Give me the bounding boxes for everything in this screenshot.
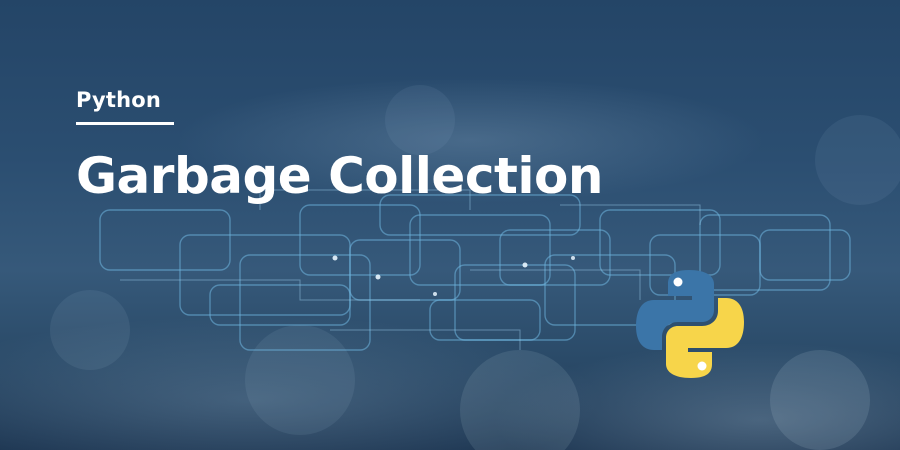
category-underline: [76, 122, 174, 125]
banner-title: Garbage Collection: [76, 147, 603, 205]
title-block: Python Garbage Collection: [76, 88, 603, 205]
category-label: Python: [76, 88, 162, 112]
python-logo-icon: [636, 270, 744, 378]
